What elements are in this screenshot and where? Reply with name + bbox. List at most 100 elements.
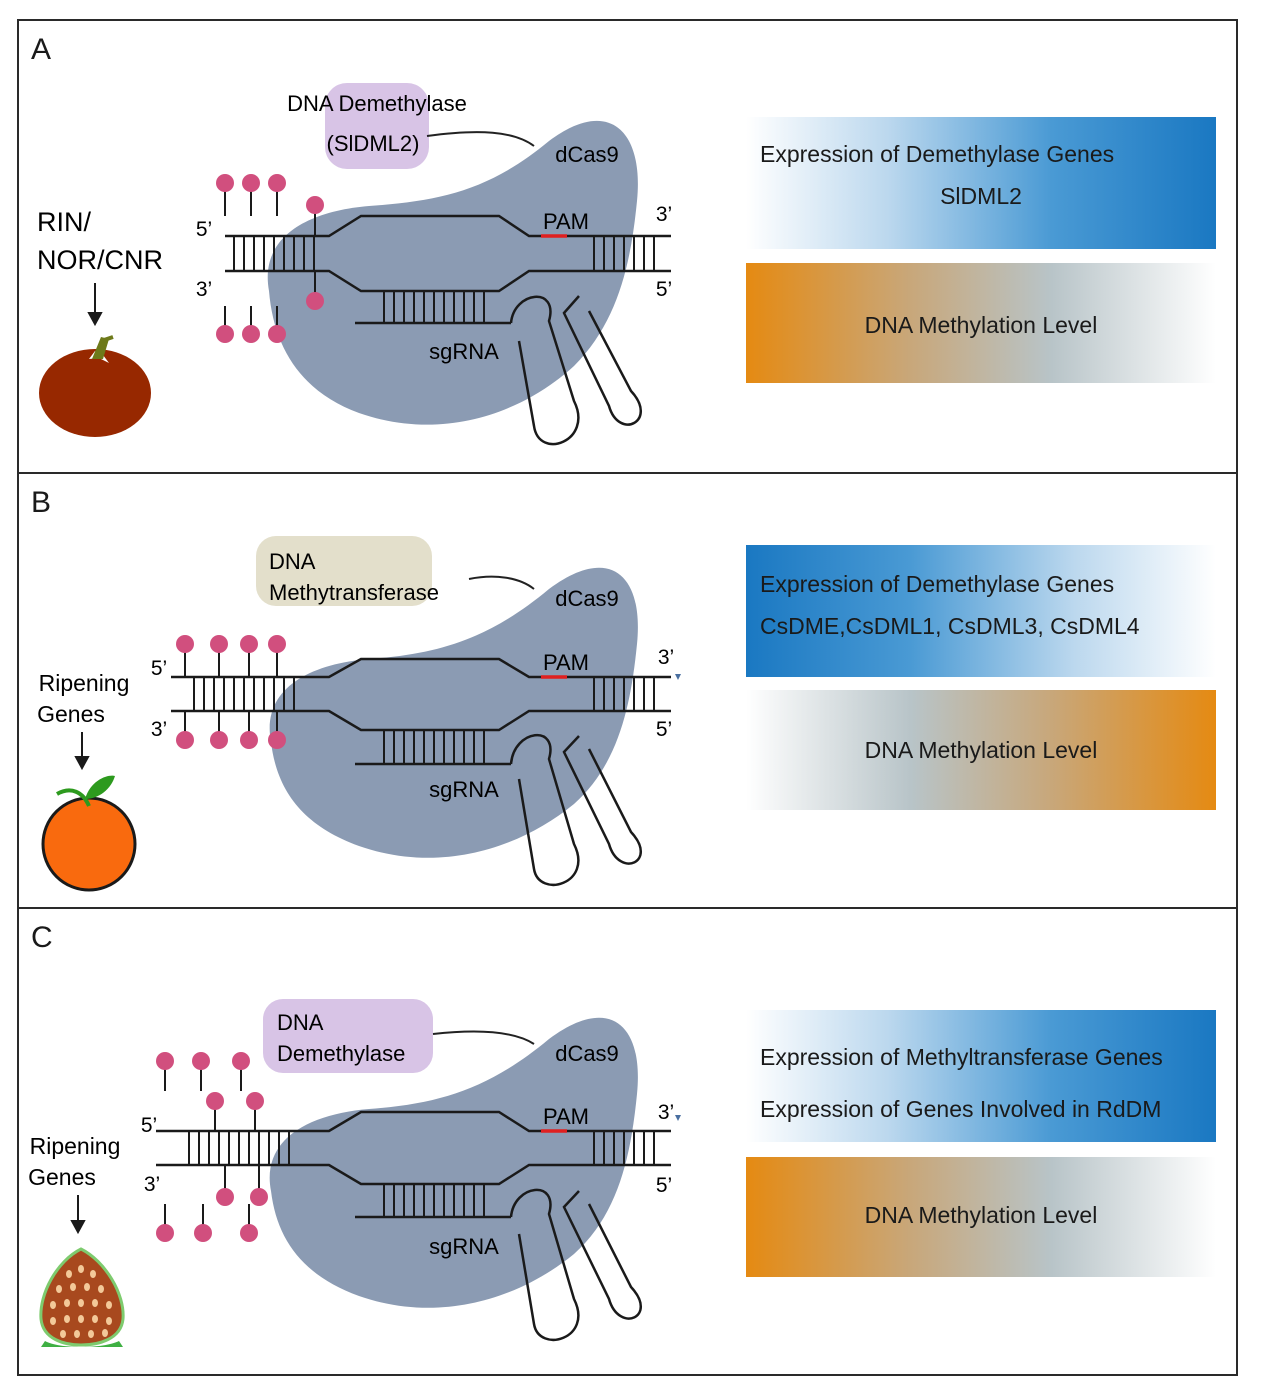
methyl-group bbox=[176, 635, 194, 653]
gene-label-2: NOR/CNR bbox=[37, 245, 163, 275]
methyl-group bbox=[250, 1188, 268, 1206]
three-prime-bottom: 3’ bbox=[151, 718, 167, 741]
bar-label-line-2: CsDME,CsDML1, CsDML3, CsDML4 bbox=[760, 613, 1140, 639]
pam-label: PAM bbox=[543, 1104, 589, 1129]
methyl-group bbox=[210, 635, 228, 653]
methylation-level-label: DNA Methylation Level bbox=[864, 312, 1098, 338]
down-arrow-icon bbox=[74, 732, 90, 771]
methyl-stems bbox=[224, 186, 316, 331]
dcas9-label: dCas9 bbox=[555, 586, 619, 611]
gene-label-2: Genes bbox=[28, 1164, 96, 1190]
methylation-level-label: DNA Methylation Level bbox=[864, 1202, 1098, 1228]
methyl-stems bbox=[164, 1064, 260, 1231]
dcas9-label: dCas9 bbox=[555, 1041, 619, 1066]
tether-line bbox=[468, 575, 535, 590]
bar-label-line-2: SlDML2 bbox=[940, 183, 1022, 209]
sgrna-hairpins bbox=[509, 1188, 642, 1341]
bar-label-line-1: Expression of Methyltransferase Genes bbox=[760, 1044, 1163, 1070]
dcas9-protein bbox=[269, 1017, 638, 1308]
enzyme-box bbox=[256, 536, 432, 606]
enzyme-label-2: Methytransferase bbox=[269, 580, 439, 605]
five-prime-top: 5’ bbox=[141, 1114, 157, 1137]
marker-icon bbox=[675, 674, 681, 680]
three-prime-top: 3’ bbox=[658, 646, 674, 669]
methyl-group bbox=[156, 1052, 174, 1070]
three-prime-top: 3’ bbox=[658, 1101, 674, 1124]
demethylase-expression-bar: Expression of Demethylase Genes SlDML2 bbox=[746, 117, 1216, 249]
methyl-group bbox=[206, 1092, 224, 1110]
methyl-group bbox=[156, 1224, 174, 1242]
strawberry-icon bbox=[39, 1247, 125, 1347]
marker-icon bbox=[675, 1115, 681, 1121]
methyl-group bbox=[306, 292, 324, 310]
pam-label: PAM bbox=[543, 209, 589, 234]
methyl-group bbox=[194, 1224, 212, 1242]
sgrna-label: sgRNA bbox=[429, 339, 499, 364]
methyl-group bbox=[240, 1224, 258, 1242]
methylation-level-bar: DNA Methylation Level bbox=[746, 690, 1216, 810]
down-arrow-icon bbox=[87, 283, 103, 327]
crispr-diagram: DNA Methytransferase dCas9 PAM 5’ 3’ 3’ … bbox=[37, 536, 681, 892]
sgrna-label: sgRNA bbox=[429, 777, 499, 802]
methyl-groups bbox=[176, 635, 286, 749]
methyl-group bbox=[216, 1188, 234, 1206]
methyl-group bbox=[240, 731, 258, 749]
down-arrow-icon bbox=[70, 1195, 86, 1235]
five-prime-top: 5’ bbox=[196, 218, 212, 241]
methyl-group bbox=[216, 174, 234, 192]
methyl-group bbox=[268, 731, 286, 749]
methyl-group bbox=[210, 731, 228, 749]
methyl-group bbox=[216, 325, 234, 343]
panel-letter: A bbox=[31, 33, 52, 66]
tomato-icon bbox=[39, 335, 151, 437]
methylation-level-bar: DNA Methylation Level bbox=[746, 1157, 1216, 1277]
methylation-level-label: DNA Methylation Level bbox=[864, 737, 1098, 763]
panel-letter: B bbox=[31, 486, 52, 519]
bar-label-line-1: Expression of Demethylase Genes bbox=[760, 571, 1115, 597]
demethylase-expression-bar: Expression of Demethylase Genes CsDME,Cs… bbox=[746, 545, 1216, 677]
five-prime-bottom: 5’ bbox=[656, 718, 672, 741]
crispr-diagram: DNA Demethylase dCas9 PAM 5’ 3’ 3’ 5’ sg… bbox=[28, 999, 681, 1347]
five-prime-bottom: 5’ bbox=[656, 278, 672, 301]
five-prime-bottom: 5’ bbox=[656, 1174, 672, 1197]
three-prime-bottom: 3’ bbox=[144, 1173, 160, 1196]
pam-label: PAM bbox=[543, 650, 589, 675]
bar-label-line-2: Expression of Genes Involved in RdDM bbox=[760, 1096, 1162, 1122]
panel-a: A DNA Demethylase (SlDML2) dCas9 PAM 5’ … bbox=[17, 19, 1238, 474]
three-prime-top: 3’ bbox=[656, 203, 672, 226]
methyl-group bbox=[268, 174, 286, 192]
dna-rungs bbox=[193, 677, 655, 764]
dna-rungs bbox=[188, 1131, 655, 1217]
sgrna-hairpins bbox=[509, 295, 643, 446]
dna-rungs bbox=[233, 236, 655, 323]
three-prime-bottom: 3’ bbox=[196, 278, 212, 301]
dcas9-protein bbox=[269, 567, 638, 858]
dcas9-protein bbox=[267, 120, 638, 425]
sgrna-label: sgRNA bbox=[429, 1234, 499, 1259]
methyl-group bbox=[176, 731, 194, 749]
methylation-level-bar: DNA Methylation Level bbox=[746, 263, 1216, 383]
methyl-group bbox=[192, 1052, 210, 1070]
methyl-stems bbox=[184, 646, 278, 736]
enzyme-label-1: DNA bbox=[269, 549, 316, 574]
methyl-group bbox=[268, 325, 286, 343]
gene-label-1: Ripening bbox=[30, 1133, 121, 1159]
methyl-group bbox=[306, 196, 324, 214]
methyl-group bbox=[232, 1052, 250, 1070]
enzyme-label-1: DNA bbox=[277, 1010, 324, 1035]
gene-label-1: RIN/ bbox=[37, 207, 91, 237]
methyl-groups bbox=[156, 1052, 268, 1242]
panel-letter: C bbox=[31, 921, 53, 954]
enzyme-box bbox=[325, 83, 429, 169]
methyl-group bbox=[242, 174, 260, 192]
tether-line bbox=[432, 1030, 535, 1045]
methyl-group bbox=[268, 635, 286, 653]
dcas9-label: dCas9 bbox=[555, 142, 619, 167]
crispr-diagram: DNA Demethylase (SlDML2) dCas9 PAM 5’ 3’… bbox=[37, 83, 672, 446]
five-prime-top: 5’ bbox=[151, 657, 167, 680]
enzyme-label-2: (SlDML2) bbox=[327, 131, 420, 156]
enzyme-label-1: DNA Demethylase bbox=[287, 91, 467, 116]
orange-icon bbox=[41, 775, 137, 892]
bar-label-line-1: Expression of Demethylase Genes bbox=[760, 141, 1115, 167]
methyl-group bbox=[240, 635, 258, 653]
